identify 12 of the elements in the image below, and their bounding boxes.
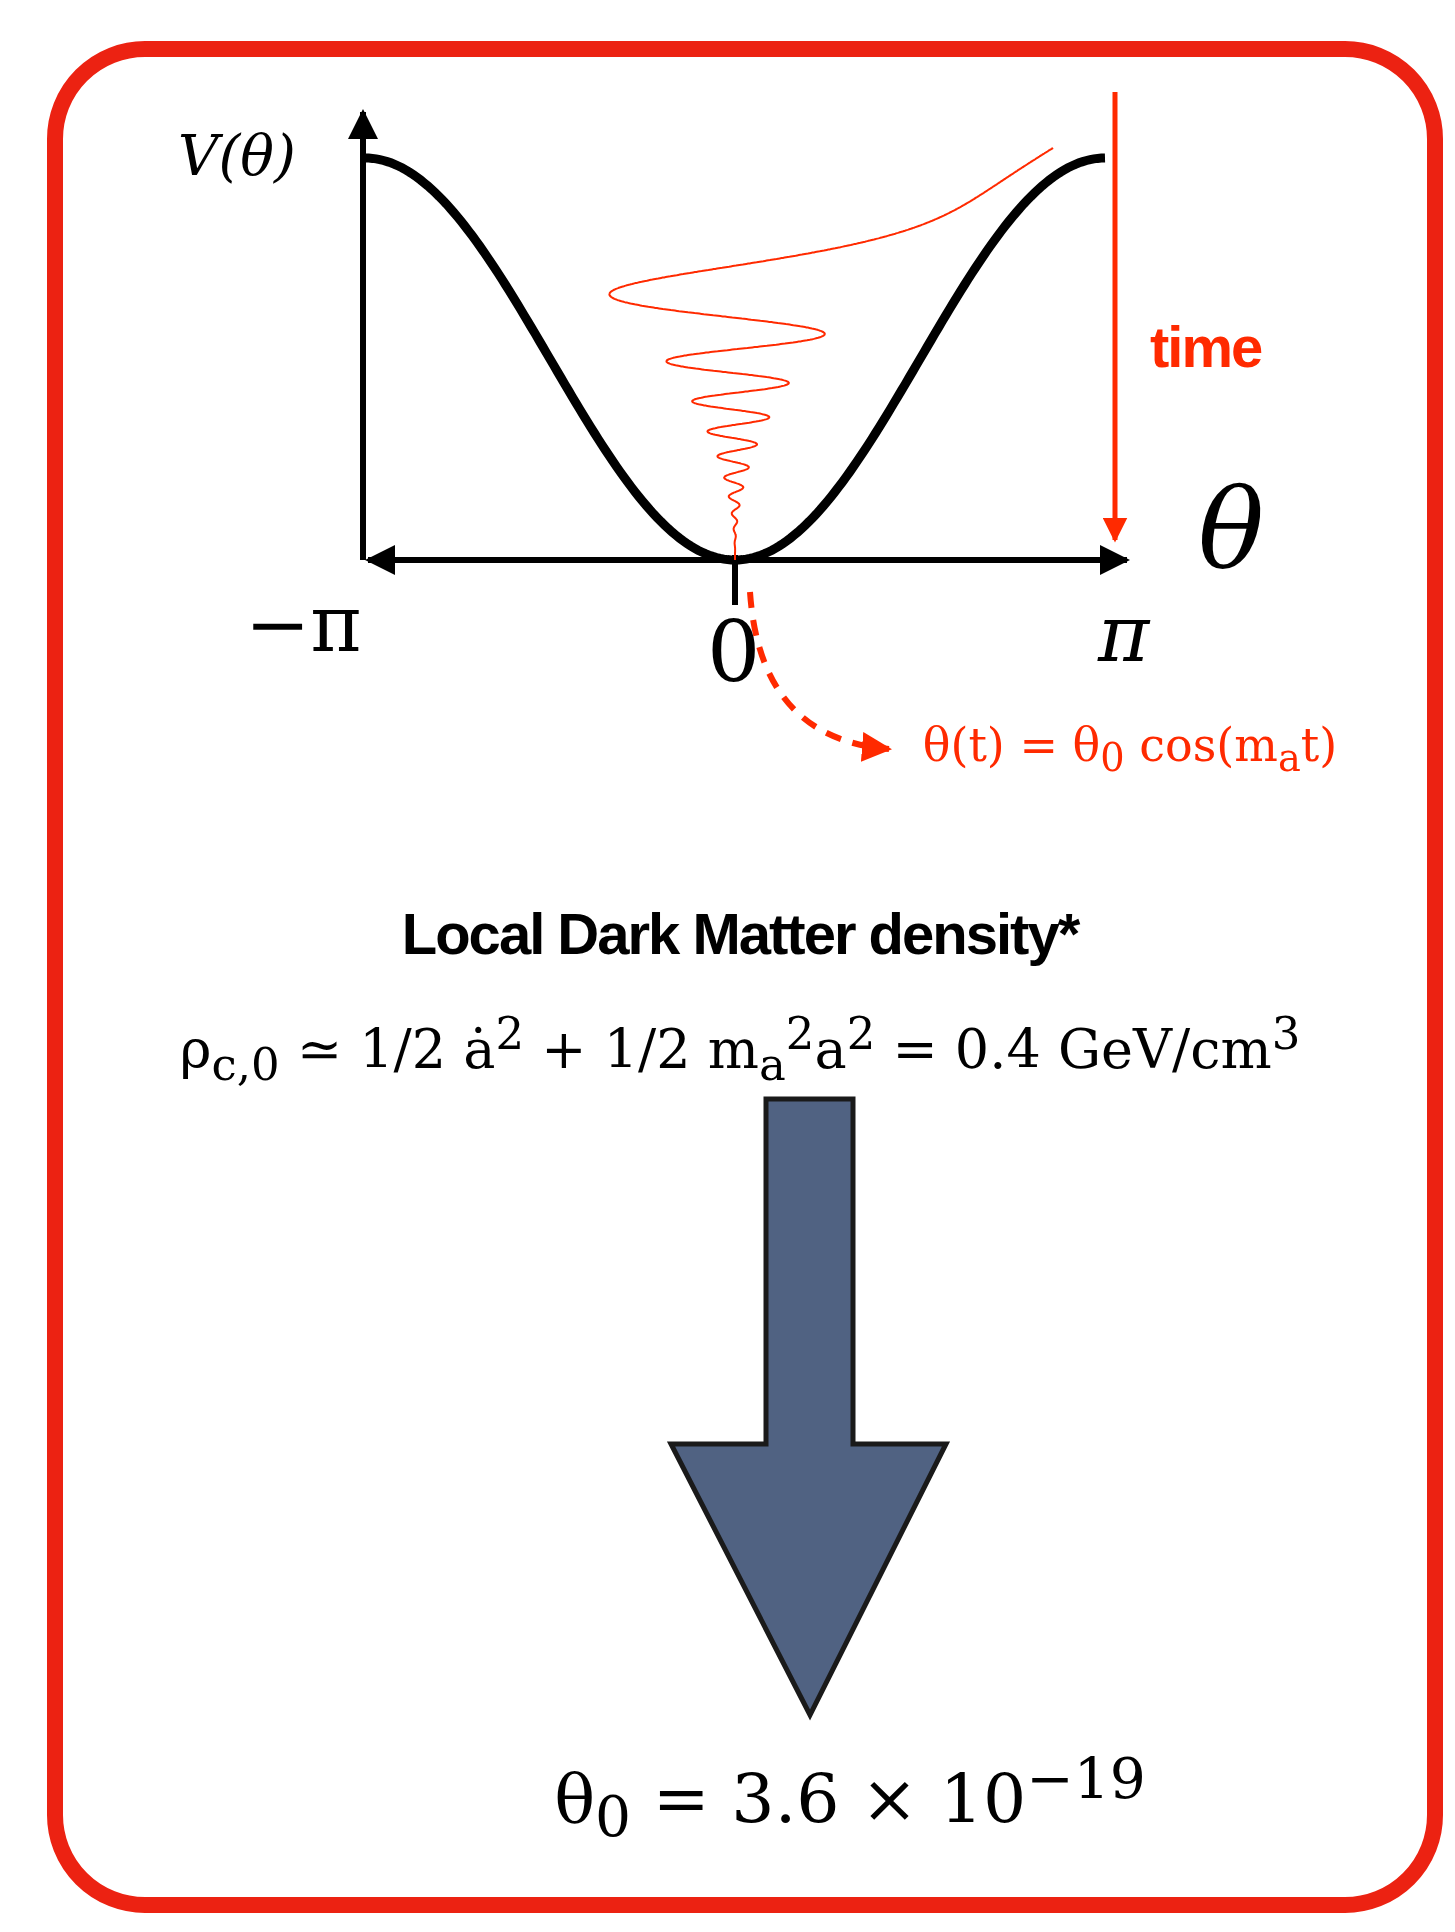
equation: θ(t) = θ$_{0}$ cos(m$_{a}$t) xyxy=(921,718,1339,781)
block-arrow xyxy=(666,1096,951,1721)
tick-label: π xyxy=(1098,595,1150,673)
dashed-arrow xyxy=(747,591,892,761)
direction-label: time xyxy=(1150,318,1262,376)
heading: Local Dark Matter density* xyxy=(400,900,1080,967)
equation: ρ$_{c,0}$ ≃ 1/2 ȧ$^{2}$ + 1/2 m$_{a}$$^{2}$a$^{2}$ = 0.4 GeV/cm$^{3}$ xyxy=(178,1007,1302,1091)
equation: θ$_{0}$ = 3.6 × 10$^{−19}$ xyxy=(553,1745,1147,1850)
axis-label: θ xyxy=(1198,475,1265,585)
axis-label: V(θ) xyxy=(178,128,296,184)
tick-label: −π xyxy=(245,585,362,663)
tick-label: 0 xyxy=(707,610,761,694)
